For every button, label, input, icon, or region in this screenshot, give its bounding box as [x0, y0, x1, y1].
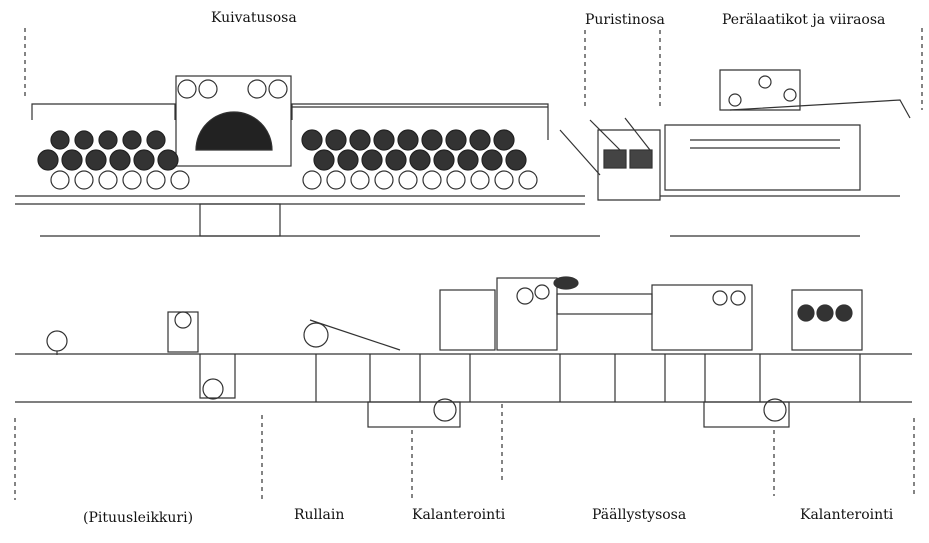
- calender-2-drum: [763, 398, 787, 422]
- label-dryer: Kuivatusosa: [211, 10, 297, 26]
- coating-roll-4: [730, 290, 746, 306]
- label-coating: Päällystysosa: [592, 507, 687, 523]
- press-frame: [597, 129, 661, 201]
- label-calender-2: Kalanterointi: [800, 507, 894, 523]
- press-roll-top: [603, 149, 627, 169]
- yankee-cylinder: [195, 111, 273, 151]
- calender-2-frame: [791, 289, 863, 351]
- bottom-base: [315, 354, 861, 402]
- calender-2-pit: [703, 401, 790, 428]
- wire-truss: [690, 139, 840, 149]
- base-block: [199, 203, 281, 237]
- coating-roll-1: [516, 287, 534, 305]
- dryer-group-2-lower: [302, 170, 538, 190]
- headbox-roll-1: [728, 93, 742, 107]
- dryer-hood-left: [31, 103, 176, 120]
- tower-roll-2: [198, 79, 218, 99]
- press-arm-1: [559, 129, 601, 176]
- dryer-group-2: [301, 129, 527, 171]
- label-reel: Rullain: [294, 507, 345, 523]
- coating-roll-2: [534, 284, 550, 300]
- calender-1-pit: [367, 401, 461, 428]
- headbox-roll-3: [783, 88, 797, 102]
- press-arm-3: [624, 117, 651, 151]
- label-slitter: (Pituusleikkuri): [83, 510, 194, 526]
- tower-roll-1: [177, 79, 197, 99]
- press-roll-bottom: [629, 149, 653, 169]
- reel-drum: [202, 378, 224, 400]
- label-calender-1: Kalanterointi: [412, 507, 506, 523]
- tower-roll-3: [247, 79, 267, 99]
- calender-1-drum: [433, 398, 457, 422]
- wire-frame: [664, 124, 861, 191]
- coating-roll-3: [712, 290, 728, 306]
- reel-roll: [174, 311, 192, 329]
- headbox-roll-2: [758, 75, 772, 89]
- rullain-arm: [309, 319, 401, 351]
- headbox: [719, 69, 801, 111]
- dryer-group-1: [37, 130, 179, 171]
- press-arm-2: [589, 119, 621, 151]
- dryer-hood-right: [291, 103, 549, 140]
- reel-pit: [199, 354, 236, 399]
- label-press: Puristinosa: [585, 12, 665, 28]
- calender-1-frame: [439, 289, 496, 351]
- coating-top-dryer: [553, 276, 579, 290]
- tower-roll-4: [268, 79, 288, 99]
- dryer-tower: [175, 75, 292, 167]
- wire-upper: [729, 99, 911, 119]
- calender-2-rolls: [797, 304, 853, 322]
- dryer-group-1-lower: [50, 170, 190, 190]
- reel-frame: [167, 311, 199, 353]
- label-headbox-wire: Perälaatikot ja viiraosa: [722, 12, 886, 28]
- coating-frame-2: [556, 293, 653, 315]
- coating-frame-3: [651, 284, 753, 351]
- rullain-roll: [303, 322, 329, 348]
- slitter-roll: [46, 330, 68, 352]
